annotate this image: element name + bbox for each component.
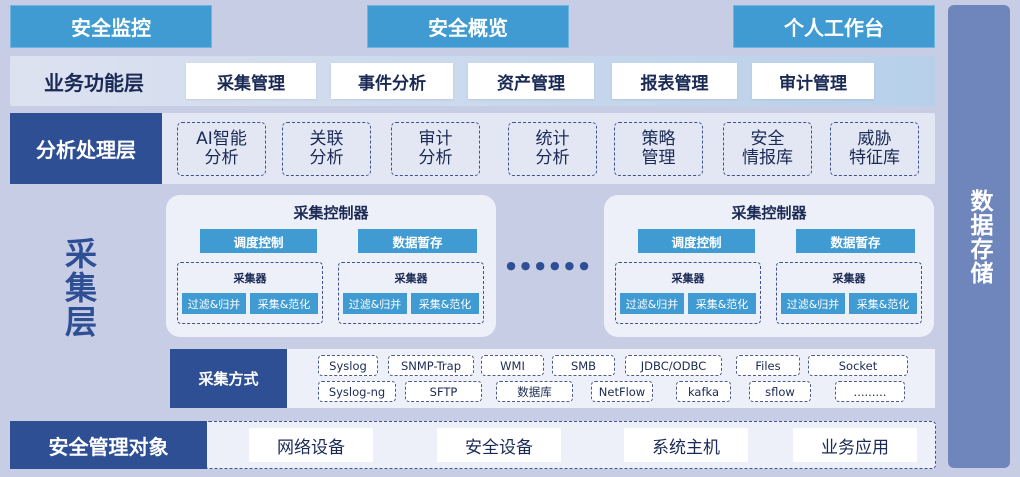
collection-method: sflow <box>749 381 811 402</box>
analysis-item-line1: 关联 <box>309 129 344 149</box>
security-monitor-box: 安全监控 <box>10 5 212 48</box>
business-item: 资产管理 <box>468 63 594 99</box>
analysis-item-line2: 特征库 <box>849 148 900 168</box>
analysis-item-line1: 威胁 <box>857 129 892 149</box>
collection-method: Syslog-ng <box>318 381 396 402</box>
filter-merge-box: 过滤&归并 <box>343 293 407 314</box>
analysis-item-line2: 管理 <box>641 148 676 168</box>
collect-normalize-box: 采集&范化 <box>250 293 318 314</box>
collector-box <box>338 262 484 324</box>
analysis-layer-label: 分析处理层 <box>10 113 162 184</box>
collector-title: 采集器 <box>671 272 705 285</box>
collection-method: Files <box>736 355 800 376</box>
collector-controller-title: 采集控制器 <box>293 203 369 222</box>
analysis-item-line2: 情报库 <box>742 148 793 168</box>
analysis-item-line1: 统计 <box>535 129 570 149</box>
dispatch-control-box: 调度控制 <box>638 229 755 253</box>
analysis-item: 关联分析 <box>282 122 371 176</box>
personal-workbench-box: 个人工作台 <box>733 5 935 48</box>
collection-method: SNMP-Trap <box>388 355 474 376</box>
security-objects-label: 安全管理对象 <box>10 421 207 469</box>
data-storage-label: 数据存储 <box>966 188 992 285</box>
analysis-item-line2: 分析 <box>535 148 570 168</box>
data-buffer-box: 数据暂存 <box>796 229 915 253</box>
data-buffer-box: 数据暂存 <box>358 229 477 253</box>
security-object-item: 系统主机 <box>624 428 748 462</box>
collection-method: JDBC/ODBC <box>625 355 722 376</box>
filter-merge-box: 过滤&归并 <box>781 293 845 314</box>
collector-title: 采集器 <box>394 272 428 285</box>
collection-method: NetFlow <box>591 381 653 402</box>
collection-method: kafka <box>676 381 731 402</box>
collector-box <box>776 262 922 324</box>
analysis-item: 策略管理 <box>614 122 703 176</box>
analysis-item: AI智能分析 <box>177 122 266 176</box>
dispatch-control-box: 调度控制 <box>200 229 317 253</box>
analysis-item-line1: 策略 <box>641 129 676 149</box>
filter-merge-box: 过滤&归并 <box>620 293 684 314</box>
collection-method: WMI <box>481 355 544 376</box>
analysis-item: 威胁特征库 <box>830 122 919 176</box>
data-storage-column: 数据存储 <box>948 5 1010 468</box>
business-item: 报表管理 <box>612 63 737 99</box>
collector-box <box>615 262 761 324</box>
collect-normalize-box: 采集&范化 <box>411 293 479 314</box>
collection-method: ......... <box>835 381 905 402</box>
collection-layer-label: 采集层 <box>60 237 98 339</box>
business-item: 审计管理 <box>752 63 874 99</box>
collect-normalize-box: 采集&范化 <box>688 293 756 314</box>
analysis-item-line2: 分析 <box>418 148 453 168</box>
collector-title: 采集器 <box>832 272 866 285</box>
security-object-item: 网络设备 <box>249 428 373 462</box>
analysis-item-line2: 分析 <box>204 148 239 168</box>
personal-workbench-label: 个人工作台 <box>784 16 884 40</box>
analysis-item: 统计分析 <box>508 122 597 176</box>
collect-normalize-box: 采集&范化 <box>849 293 917 314</box>
security-overview-label: 安全概览 <box>428 16 508 40</box>
collector-controller-title: 采集控制器 <box>731 203 807 222</box>
business-layer-label: 业务功能层 <box>44 70 144 95</box>
analysis-item-line1: 审计 <box>418 129 453 149</box>
collector-title: 采集器 <box>233 272 267 285</box>
collection-method: Socket <box>808 355 908 376</box>
security-monitor-label: 安全监控 <box>71 16 151 40</box>
analysis-layer-band <box>10 113 935 184</box>
analysis-item: 安全情报库 <box>723 122 812 176</box>
business-item: 采集管理 <box>186 63 316 99</box>
filter-merge-box: 过滤&归并 <box>182 293 246 314</box>
collection-method: Syslog <box>318 355 378 376</box>
analysis-item-line1: AI智能 <box>196 129 247 149</box>
collection-methods-label: 采集方式 <box>170 349 287 408</box>
analysis-item: 审计分析 <box>391 122 480 176</box>
security-object-item: 安全设备 <box>437 428 561 462</box>
analysis-item-line2: 分析 <box>309 148 344 168</box>
security-object-item: 业务应用 <box>793 428 917 462</box>
collection-method: 数据库 <box>496 381 573 402</box>
collection-method: SFTP <box>405 381 482 402</box>
collection-method: SMB <box>552 355 615 376</box>
collector-box <box>177 262 323 324</box>
ellipsis-dots: ●●●●●● <box>506 258 594 272</box>
analysis-item-line1: 安全 <box>750 129 785 149</box>
business-item: 事件分析 <box>331 63 453 99</box>
security-overview-box: 安全概览 <box>367 5 569 48</box>
